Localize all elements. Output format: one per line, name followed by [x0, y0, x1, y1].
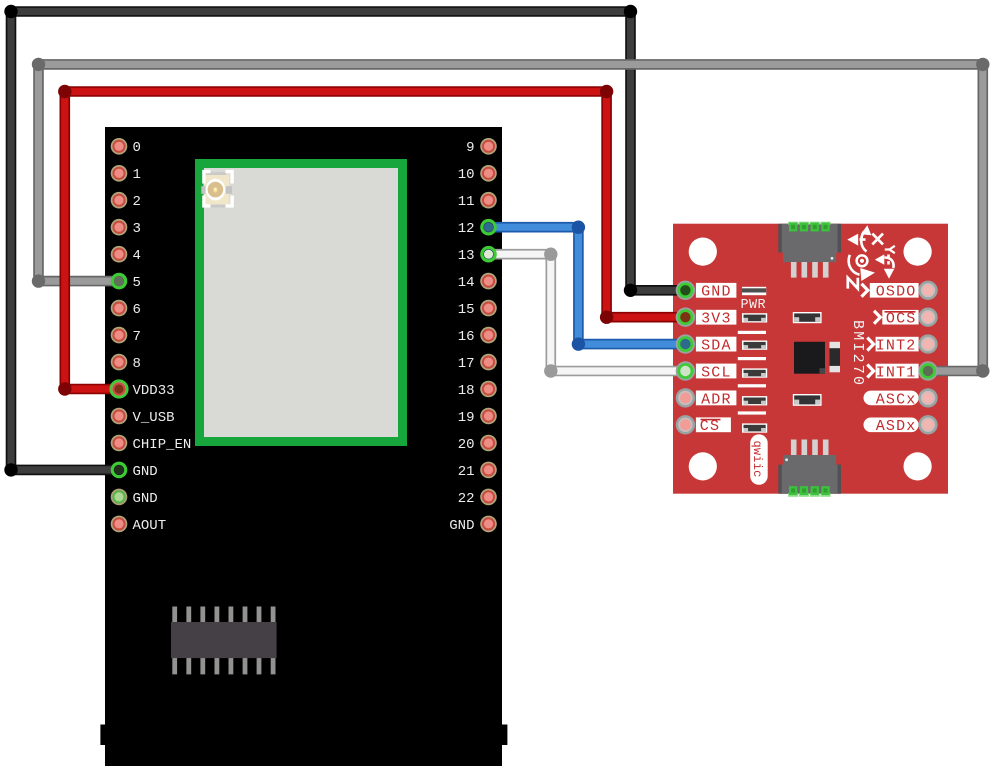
- svg-text:19: 19: [458, 410, 475, 426]
- svg-text:BMI270: BMI270: [849, 320, 866, 387]
- svg-text:GND: GND: [133, 491, 158, 507]
- svg-text:8: 8: [133, 356, 141, 372]
- svg-text:11: 11: [458, 194, 475, 210]
- svg-text:PWR: PWR: [741, 298, 767, 313]
- svg-text:0: 0: [133, 140, 141, 156]
- svg-text:10: 10: [458, 167, 475, 183]
- svg-text:GND: GND: [133, 464, 158, 480]
- svg-text:CHIP_EN: CHIP_EN: [133, 437, 192, 453]
- svg-text:6: 6: [133, 302, 141, 318]
- svg-text:INT2: INT2: [876, 338, 917, 355]
- svg-text:1: 1: [133, 167, 141, 183]
- svg-text:SCL: SCL: [701, 364, 732, 381]
- svg-text:15: 15: [458, 302, 475, 318]
- svg-text:7: 7: [133, 329, 141, 345]
- svg-text:16: 16: [458, 329, 475, 345]
- svg-text:GND: GND: [449, 518, 474, 534]
- svg-text:5: 5: [133, 275, 141, 291]
- svg-text:GND: GND: [701, 284, 732, 301]
- svg-text:ADR: ADR: [701, 391, 732, 408]
- svg-text:3: 3: [133, 221, 141, 237]
- svg-text:13: 13: [458, 248, 475, 264]
- svg-text:22: 22: [458, 491, 475, 507]
- svg-text:VDD33: VDD33: [133, 383, 175, 399]
- svg-text:ASCx: ASCx: [876, 391, 917, 408]
- svg-text:AOUT: AOUT: [133, 518, 167, 534]
- svg-text:9: 9: [466, 140, 474, 156]
- svg-text:V_USB: V_USB: [133, 410, 175, 426]
- svg-text:21: 21: [458, 464, 475, 480]
- svg-text:18: 18: [458, 383, 475, 399]
- svg-text:OSDO: OSDO: [876, 284, 917, 301]
- svg-text:qwiic: qwiic: [750, 441, 764, 478]
- svg-text:20: 20: [458, 437, 475, 453]
- svg-text:INT1: INT1: [876, 364, 917, 381]
- svg-text:SDA: SDA: [701, 338, 732, 355]
- svg-text:OCS: OCS: [886, 311, 917, 328]
- svg-text:14: 14: [458, 275, 475, 291]
- svg-text:2: 2: [133, 194, 141, 210]
- svg-text:12: 12: [458, 221, 475, 237]
- svg-text:ASDx: ASDx: [876, 418, 917, 435]
- svg-text:CS: CS: [700, 418, 720, 435]
- svg-text:3V3: 3V3: [701, 311, 732, 328]
- svg-text:4: 4: [133, 248, 141, 264]
- svg-text:17: 17: [458, 356, 475, 372]
